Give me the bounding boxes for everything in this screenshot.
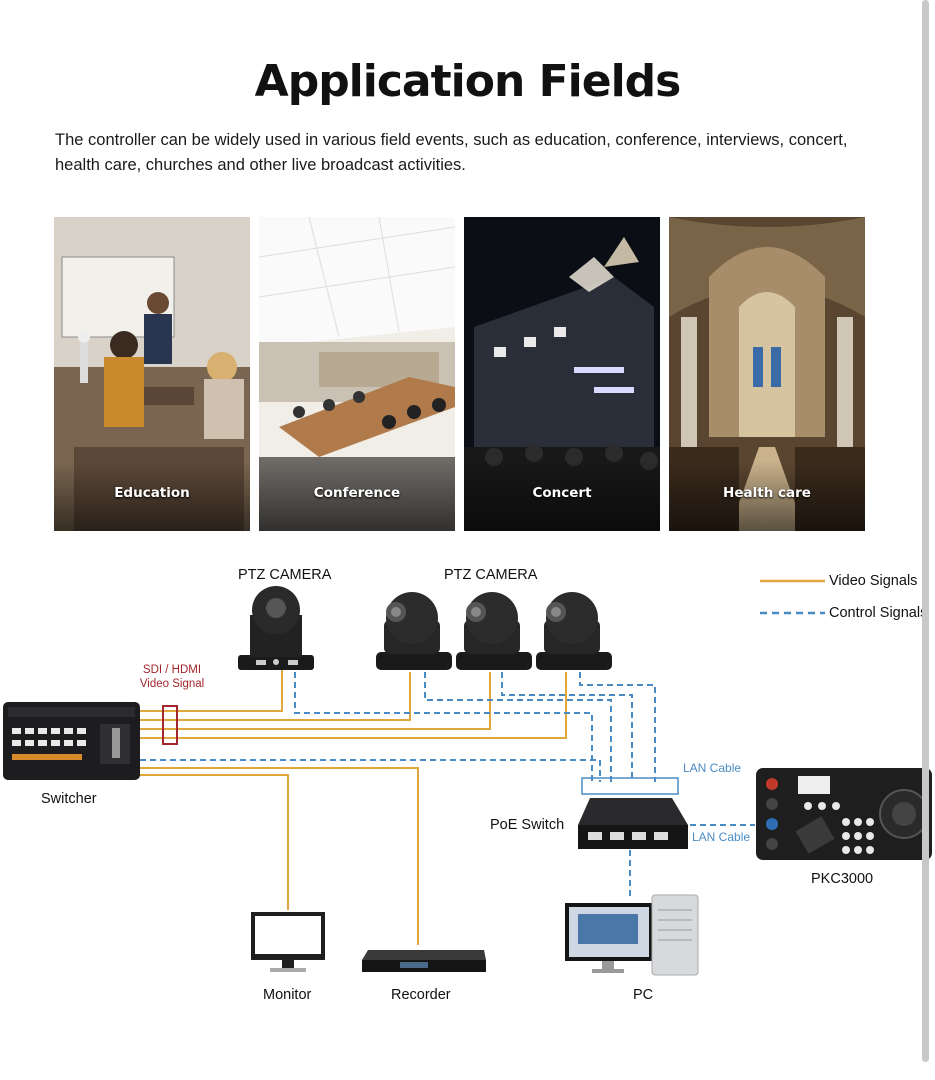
system-diagram: PTZ CAMERA PTZ CAMERA SDI / HDMI Video S… [0,540,935,1080]
lan-cable-label-side: LAN Cable [692,830,751,844]
field-card-health-care: Health care [669,217,865,531]
field-label-concert: Concert [532,485,592,501]
ptz-camera-icon [536,592,612,670]
connection-lines [3,579,932,976]
monitor-icon [251,912,325,972]
poe-switch-icon [578,798,688,849]
pkc3000-controller-icon [756,768,932,860]
ptz-camera-icon [456,592,532,670]
recorder-icon [362,950,486,972]
pc-icon [565,894,699,976]
field-card-education: Education [54,217,250,531]
ptz-camera-group-label: PTZ CAMERA [444,567,538,583]
field-label-health-care: Health care [723,485,811,501]
recorder-label: Recorder [391,987,451,1003]
ptz-camera-label: PTZ CAMERA [238,567,332,583]
field-card-conference: Conference [259,217,455,531]
poe-switch-label: PoE Switch [490,817,565,833]
lan-cable-label-top: LAN Cable [683,761,742,775]
field-card-concert: Concert [464,217,660,531]
monitor-label: Monitor [263,987,312,1003]
scrollbar[interactable] [922,0,929,1062]
legend-control-label: Control Signals [829,605,928,621]
page-title: Application Fields [254,56,682,107]
sdi-marker [162,705,178,745]
field-label-education: Education [114,485,190,501]
sdi-hdmi-note-line2: Video Signal [139,678,205,690]
ptz-camera-icon [238,586,314,670]
pc-label: PC [633,987,654,1003]
pkc3000-label: PKC3000 [811,871,874,887]
switcher-label: Switcher [41,791,97,807]
ptz-camera-icon [376,592,452,670]
sdi-hdmi-note: SDI / HDMI Video Signal [124,663,220,691]
sdi-hdmi-note-line1: SDI / HDMI [142,664,202,676]
legend-video-label: Video Signals [829,573,918,589]
switcher-icon [3,702,140,780]
intro-text: The controller can be widely used in var… [55,131,848,174]
field-label-conference: Conference [313,485,401,501]
